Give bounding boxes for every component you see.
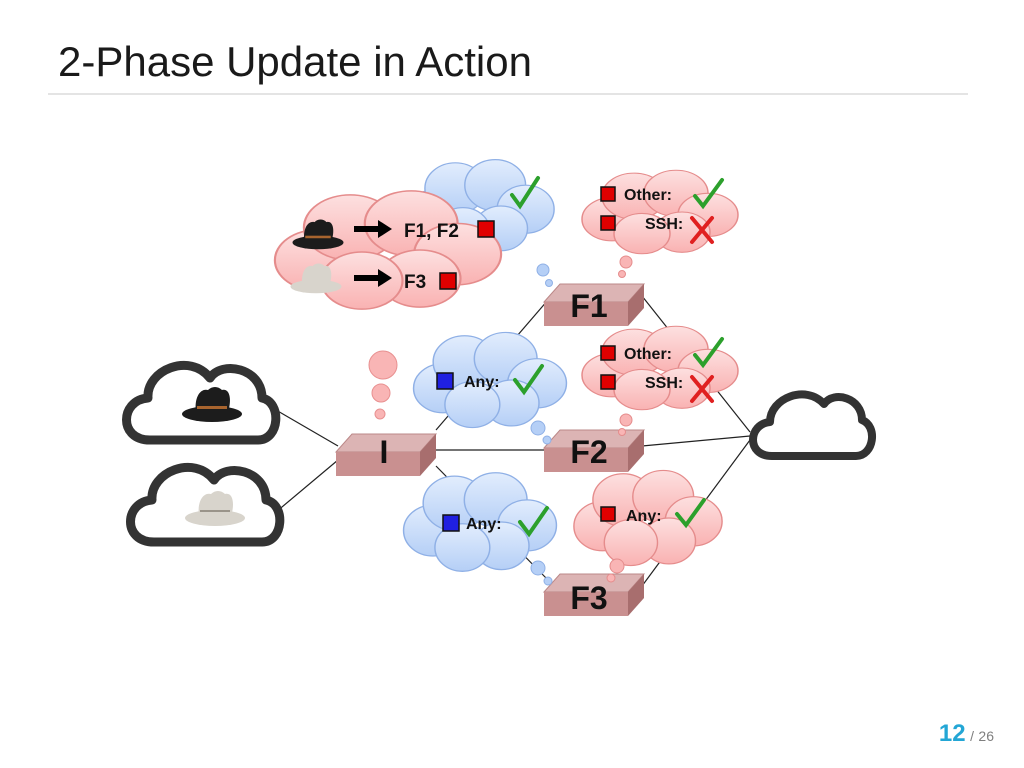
f2-old-row-any: Any: [464,374,500,391]
f2-old-rule-bubble: Any: [412,331,568,445]
switch-f3 [542,573,646,616]
f1-tag-other-icon [600,186,616,202]
controller-tag-white-icon [439,272,457,290]
controller-rule-black: F1, F2 [404,221,459,242]
f1-cross-icon [690,216,714,244]
ingress-thought-dots [368,350,398,420]
controller-black-hat-icon [292,219,344,250]
f3-tag-icon [600,506,616,522]
f2-check-icon [693,337,724,369]
f2-row-other: Other: [624,346,672,363]
f1-row-other: Other: [624,187,672,204]
f2-tag-ssh-icon [600,374,616,390]
f2-tag-other-icon [600,345,616,361]
f1-tag-ssh-icon [600,215,616,231]
switch-f1-label: F1 [570,288,607,324]
destination-cloud [749,390,876,460]
f3-rule-bubble: Any: [573,469,723,583]
black-hat-host-cloud [122,360,281,445]
switch-f2-label: F2 [570,434,607,470]
f1-row-ssh: SSH: [645,216,683,233]
f3-old-row-any: Any: [466,516,502,533]
f2-old-check-icon [513,364,544,396]
f1-rule-bubble: Other: SSH: [581,169,739,278]
switch-f1 [542,283,646,326]
f2-old-tag-icon [436,372,454,390]
page-total: 26 [978,728,994,744]
white-hat-icon [185,491,245,526]
slide-title: 2-Phase Update in Action [58,38,532,85]
white-hat-host-cloud [126,462,285,547]
f3-row-any: Any: [626,508,662,525]
f1-old-rule-bubble [405,158,555,287]
page-indicator: 12 / 26 [939,720,994,748]
f3-old-tag-icon [442,514,460,532]
page-current: 12 [938,720,966,747]
arrow-white-hat-icon [354,269,392,287]
f2-row-ssh: SSH: [645,375,683,392]
black-hat-icon [182,387,242,422]
f2-cross-icon [690,375,714,403]
page-separator: / [970,728,974,744]
title-divider [48,93,968,95]
f3-check-icon [675,498,706,529]
controller-rule-white: F3 [404,272,426,293]
f3-old-rule-bubble: Any: [402,471,558,586]
switch-ingress [334,433,438,476]
controller-tag-black-icon [477,220,495,238]
switch-ingress-label: I [380,434,389,470]
arrow-black-hat-icon [354,220,392,238]
f1-old-check-icon [510,176,540,210]
f1-check-icon [693,178,724,210]
switch-f3-label: F3 [570,580,607,616]
f2-rule-bubble: Other: SSH: [581,325,739,436]
controller-rule-bubble: F1, F2 F3 [273,189,503,311]
f3-old-check-icon [518,506,549,538]
